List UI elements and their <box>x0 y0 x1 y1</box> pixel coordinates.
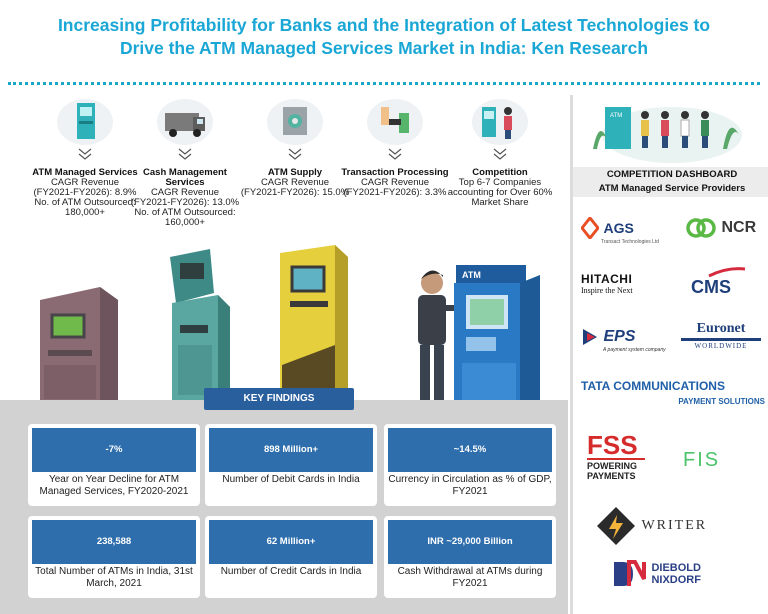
people-atm-icon <box>472 99 528 145</box>
ags-logo: AGS Transact Technologies Ltd <box>580 215 659 245</box>
key-findings-badge: KEY FINDINGS <box>204 388 354 410</box>
dashboard-title: COMPETITION DASHBOARD ATM Managed Servic… <box>573 167 768 197</box>
left-panel: ATM Managed Services CAGR Revenue (FY202… <box>0 95 568 614</box>
competition-dashboard: ATM COMPETITION DASHBOARD ATM Managed Se… <box>570 95 768 614</box>
eps-logo: EPS A payment system company <box>581 327 666 353</box>
chevron-down-icon <box>493 148 507 160</box>
dotted-divider <box>8 82 760 85</box>
people-atm-icon: ATM <box>593 107 742 163</box>
hitachi-logo: HITACHI Inspire the Next <box>581 272 633 295</box>
yellow-atm <box>280 245 348 405</box>
blue-atm: ATM <box>454 265 540 405</box>
tata-logo: TATA COMMUNICATIONS PAYMENT SOLUTIONS <box>581 379 765 406</box>
ncr-mark-icon <box>686 218 716 238</box>
atm-machine-icon <box>57 99 113 145</box>
category-atm-supply: ATM Supply CAGR Revenue (FY2021-FY2026):… <box>240 95 350 198</box>
brown-atm <box>40 287 118 400</box>
svg-text:ATM: ATM <box>462 270 481 280</box>
transaction-icon <box>367 99 423 145</box>
cash-van-icon <box>157 99 213 145</box>
finding-card: 62 Million+ Number of Credit Cards in In… <box>205 516 377 598</box>
diebold-nixdorf-logo: DIEBOLD NIXDORF <box>611 559 701 589</box>
chevron-down-icon <box>388 148 402 160</box>
category-atm-managed: ATM Managed Services CAGR Revenue (FY202… <box>30 95 140 218</box>
teal-atm <box>170 249 230 403</box>
chevron-down-icon <box>78 148 92 160</box>
cms-swoosh-icon <box>708 267 746 277</box>
key-findings-panel: KEY FINDINGS -7% Year on Year Decline fo… <box>0 388 568 614</box>
cms-logo: CMS <box>691 267 747 298</box>
writer-mark-icon <box>597 507 635 545</box>
fss-logo: FSS POWERING PAYMENTS <box>587 432 645 481</box>
finding-card: -7% Year on Year Decline for ATM Managed… <box>28 424 200 506</box>
finding-card: 898 Million+ Number of Debit Cards in In… <box>205 424 377 506</box>
category-transaction-processing: Transaction Processing CAGR Revenue (FY2… <box>340 95 450 198</box>
eps-mark-icon <box>583 329 597 345</box>
euronet-logo: Euronet WORLDWIDE <box>681 321 761 350</box>
chevron-down-icon <box>288 148 302 160</box>
fis-logo: FIS <box>683 449 721 471</box>
page-title: Increasing Profitability for Banks and t… <box>57 15 711 58</box>
chevron-down-icon <box>178 148 192 160</box>
finding-card: 238,588 Total Number of ATMs in India, 3… <box>28 516 200 598</box>
ncr-logo: NCR <box>685 217 756 239</box>
dn-mark-icon <box>614 560 646 586</box>
finding-card: ~14.5% Currency in Circulation as % of G… <box>384 424 556 506</box>
writer-logo: WRITER <box>595 505 707 547</box>
vault-icon <box>267 99 323 145</box>
category-competition: Competition Top 6-7 Companies accounting… <box>445 95 555 208</box>
ags-mark-icon <box>580 215 600 241</box>
category-cash-management: Cash Management Services CAGR Revenue (F… <box>130 95 240 228</box>
finding-card: INR ~29,000 Billion Cash Withdrawal at A… <box>384 516 556 598</box>
svg-text:ATM: ATM <box>610 113 622 119</box>
